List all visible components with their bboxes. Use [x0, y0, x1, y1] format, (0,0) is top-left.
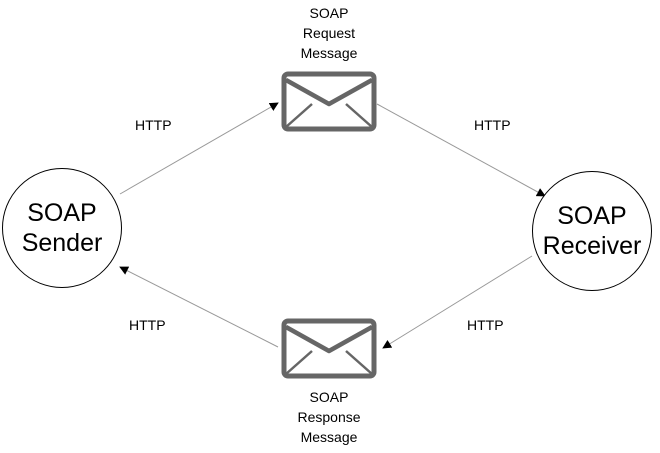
arrow-response-to-sender: [119, 266, 279, 348]
soap-receiver-node: SOAP Receiver: [532, 171, 652, 291]
envelope-icon: [281, 318, 377, 379]
arrow-sender-to-request: [119, 102, 279, 195]
response-label-line1: SOAP: [309, 389, 349, 405]
sender-label-line1: SOAP: [27, 199, 97, 227]
response-label-line3: Message: [300, 429, 358, 445]
edge-label-request-to-receiver: HTTP: [474, 117, 511, 133]
request-label-line2: Request: [302, 25, 356, 41]
request-label-line3: Message: [300, 45, 358, 61]
edge-label-sender-to-request: HTTP: [135, 117, 172, 133]
soap-sender-node: SOAP Sender: [2, 168, 122, 288]
receiver-label-line1: SOAP: [557, 202, 627, 230]
response-message-label: SOAP Response Message: [284, 387, 374, 447]
sender-label-line2: Sender: [21, 229, 103, 257]
request-label-line1: SOAP: [309, 5, 349, 21]
edge-label-receiver-to-response: HTTP: [467, 317, 504, 333]
receiver-label-line2: Receiver: [542, 232, 642, 260]
arrow-request-to-receiver: [376, 103, 546, 197]
request-message-label: SOAP Request Message: [284, 3, 374, 63]
arrow-receiver-to-response: [382, 255, 533, 349]
edge-label-response-to-sender: HTTP: [129, 317, 166, 333]
response-label-line2: Response: [297, 409, 361, 425]
envelope-icon: [281, 71, 377, 132]
